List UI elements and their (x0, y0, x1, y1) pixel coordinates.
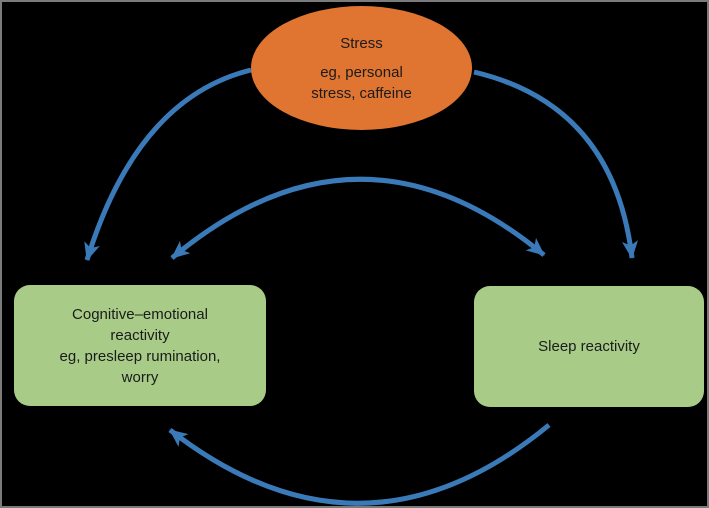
arrow-stress-to-sleep (473, 69, 639, 259)
cognitive-title-line1: Cognitive–emotional (72, 305, 208, 323)
stress-example-line2: stress, caffeine (311, 84, 412, 102)
node-stress: Stress eg, personal stress, caffeine (251, 6, 472, 130)
cognitive-title-line2: reactivity (110, 326, 170, 344)
cognitive-example-line2: worry (121, 368, 159, 386)
arrow-cognitive-sleep-bidirectional (170, 176, 546, 260)
node-sleep-reactivity: Sleep reactivity (474, 286, 704, 407)
cognitive-example-line1: eg, presleep rumination, (59, 347, 221, 365)
arrow-sleep-to-cognitive (168, 423, 551, 506)
stress-title: Stress (340, 34, 383, 52)
arrow-stress-to-cognitive (84, 67, 252, 261)
node-cognitive-emotional-reactivity: Cognitive–emotional reactivity eg, presl… (14, 285, 266, 406)
sleep-reactivity-label: Sleep reactivity (538, 338, 640, 355)
stress-example-line1: eg, personal (320, 63, 403, 81)
